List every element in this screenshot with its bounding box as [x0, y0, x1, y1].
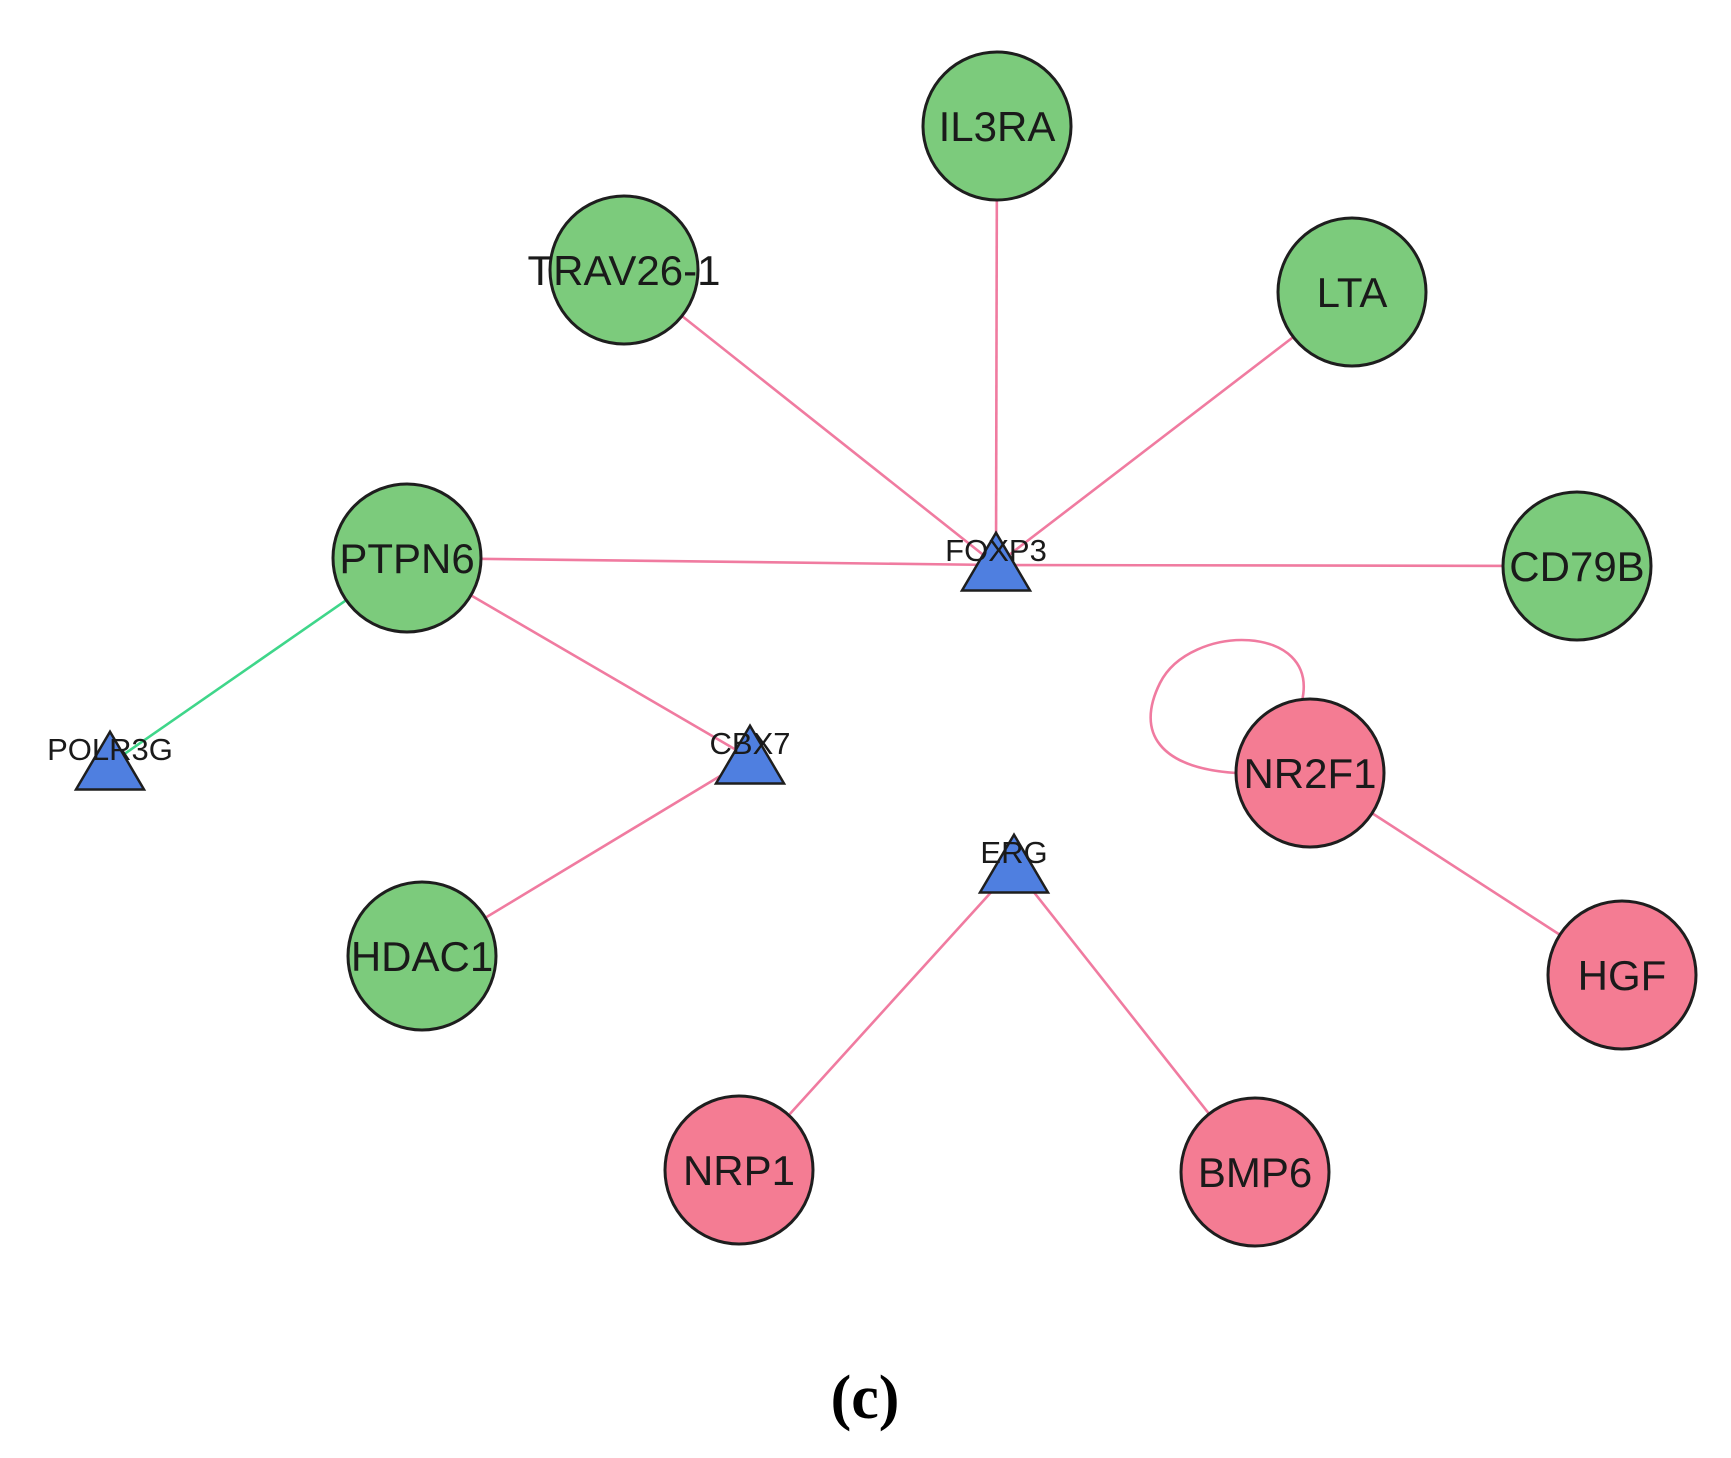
node-label-nr2f1: NR2F1: [1243, 750, 1376, 797]
node-label-hgf: HGF: [1578, 952, 1667, 999]
node-lta: LTA: [1276, 216, 1428, 368]
node-label-nrp1: NRP1: [683, 1147, 795, 1194]
node-label-cd79b: CD79B: [1509, 543, 1644, 590]
node-circle-nr2f1: [1234, 697, 1386, 849]
node-label-foxp3: FOXP3: [945, 533, 1047, 568]
node-foxp3: FOXP3: [945, 530, 1047, 592]
self-loop-edge-nr2f1: [1149, 638, 1305, 775]
node-triangle-cbx7: [713, 723, 787, 785]
edge-foxp3-trav26-1: [623, 268, 997, 567]
node-label-polr3g: POLR3G: [47, 732, 173, 767]
node-circle-il3ra: [921, 50, 1073, 202]
node-circle-cd79b: [1501, 490, 1653, 642]
node-circle-lta: [1276, 216, 1428, 368]
edge-foxp3-ptpn6: [406, 556, 997, 567]
node-label-bmp6: BMP6: [1198, 1149, 1312, 1196]
node-triangle-foxp3: [959, 530, 1033, 592]
node-label-ptpn6: PTPN6: [339, 535, 474, 582]
node-label-cbx7: CBX7: [710, 726, 791, 761]
node-trav26-1: TRAV26-1: [528, 194, 721, 346]
node-label-lta: LTA: [1317, 269, 1388, 316]
edge-foxp3-cd79b: [995, 563, 1578, 568]
node-cd79b: CD79B: [1501, 490, 1653, 642]
node-circle-trav26-1: [548, 194, 700, 346]
node-il3ra: IL3RA: [921, 50, 1073, 202]
node-cbx7: CBX7: [710, 723, 791, 785]
node-polr3g: POLR3G: [47, 729, 173, 791]
node-circle-hgf: [1546, 899, 1698, 1051]
node-circle-nrp1: [663, 1094, 815, 1246]
node-label-erg: ERG: [980, 835, 1047, 870]
node-triangle-erg: [977, 832, 1051, 894]
node-erg: ERG: [977, 832, 1051, 894]
node-ptpn6: PTPN6: [331, 482, 483, 634]
node-nrp1: NRP1: [663, 1094, 815, 1246]
panel-label: (c): [831, 1364, 900, 1432]
node-hgf: HGF: [1546, 899, 1698, 1051]
node-circle-bmp6: [1179, 1096, 1331, 1248]
node-label-hdac1: HDAC1: [351, 933, 493, 980]
node-circle-ptpn6: [331, 482, 483, 634]
node-label-il3ra: IL3RA: [939, 103, 1056, 150]
node-triangle-polr3g: [73, 729, 147, 791]
node-bmp6: BMP6: [1179, 1096, 1331, 1248]
node-circle-hdac1: [346, 880, 498, 1032]
node-hdac1: HDAC1: [346, 880, 498, 1032]
node-label-trav26-1: TRAV26-1: [528, 247, 721, 294]
node-nr2f1: NR2F1: [1234, 697, 1386, 849]
